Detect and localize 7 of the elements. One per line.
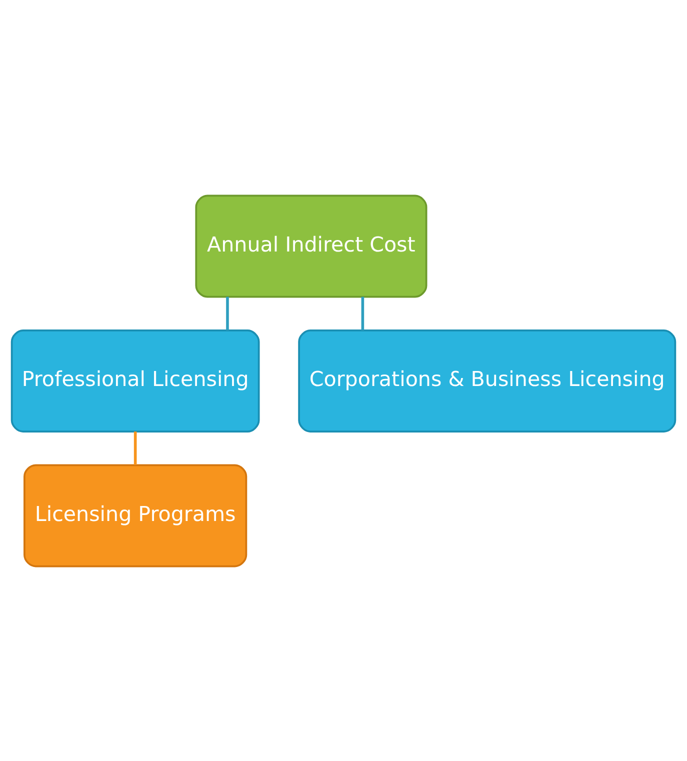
connector xyxy=(226,296,229,330)
node-box: Licensing Programs xyxy=(24,464,248,567)
connector xyxy=(134,431,137,464)
connector xyxy=(361,296,364,330)
node-box: Professional Licensing xyxy=(10,329,260,432)
node-box: Annual Indirect Cost xyxy=(195,194,428,298)
node-box: Corporations & Business Licensing xyxy=(298,329,676,432)
